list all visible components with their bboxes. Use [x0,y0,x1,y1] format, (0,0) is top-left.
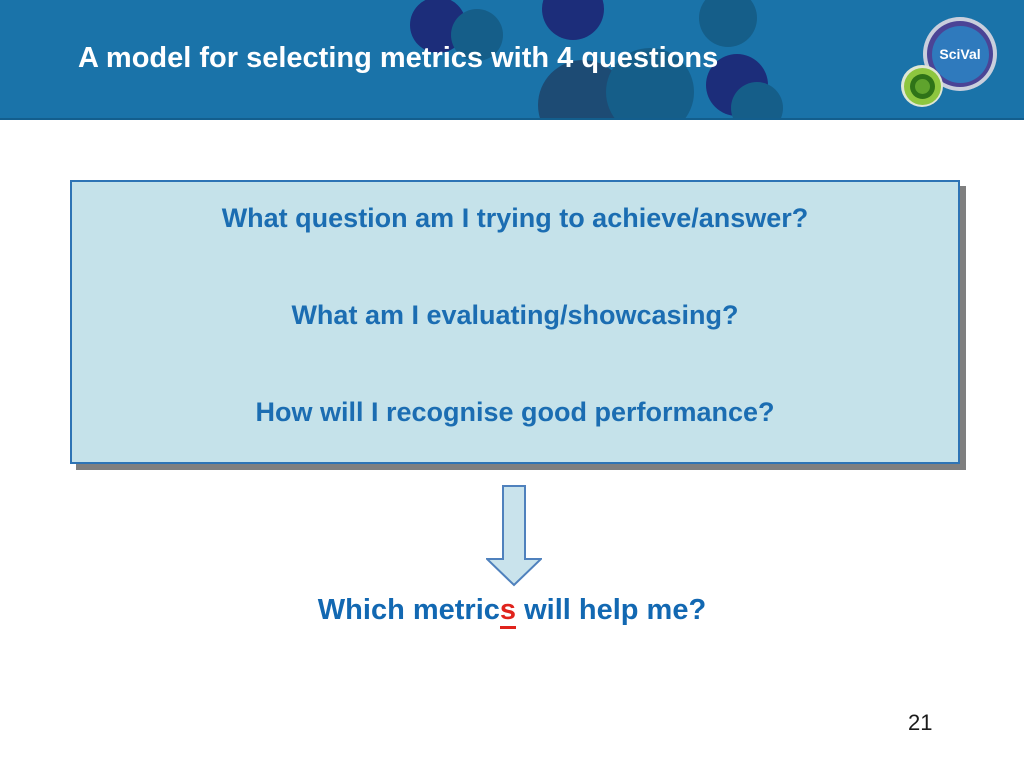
green-dot-ring-outer [903,67,941,105]
decorative-circle [542,0,604,40]
scival-logo: SciVal [923,17,997,91]
down-arrow-icon [484,485,544,587]
question-box: What question am I trying to achieve/ans… [70,180,960,464]
green-dot-center [914,78,930,94]
page-number: 21 [908,710,933,735]
decorative-circle [451,9,503,61]
green-dot-icon [901,65,943,107]
scival-logo-ring: SciVal [927,21,993,87]
conclusion-highlight: s [499,594,517,629]
conclusion-suffix: will help me? [516,594,707,626]
decorative-circle [699,0,757,47]
green-dot-ring-inner [909,73,935,99]
conclusion-prefix: Which metric [317,594,500,626]
question-3: How will I recognise good performance? [255,396,775,427]
conclusion-text: Which metrics will help me? [0,594,1024,629]
decorative-circle [731,82,783,118]
question-1: What question am I trying to achieve/ans… [221,203,809,233]
header-banner: A model for selecting metrics with 4 que… [0,0,1024,120]
scival-logo-label: SciVal [931,25,989,83]
question-2: What am I evaluating/showcasing? [291,299,739,330]
decorative-circle [606,48,694,118]
slide-title: A model for selecting metrics with 4 que… [78,42,719,74]
